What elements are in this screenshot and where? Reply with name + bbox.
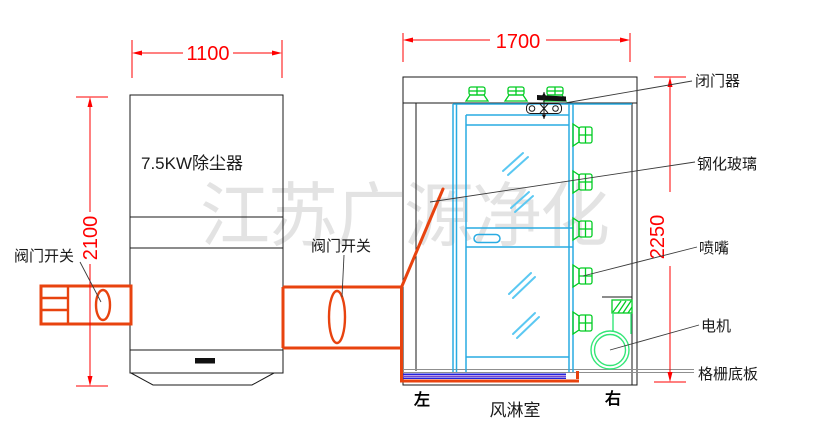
leader-lines [79, 80, 700, 351]
door-closer [526, 92, 566, 119]
base-feet [130, 372, 275, 386]
label-grille-plate: 格栅底板 [698, 365, 758, 383]
label-motor: 电机 [701, 318, 731, 335]
riser-duct [400, 187, 445, 288]
dim-text-2100: 2100 [80, 216, 102, 261]
door-handle [473, 233, 501, 244]
watermark-text: 江苏广源净化 [200, 177, 608, 255]
dimension-1700: 1700 [402, 31, 631, 62]
main-duct [281, 285, 401, 350]
dimension-2100: 2100 [76, 96, 108, 387]
caption-air-shower: 风淋室 [490, 401, 541, 420]
left-duct [39, 284, 133, 326]
air-shower [402, 76, 694, 386]
label-side-left: 左 [413, 390, 430, 409]
valve-left [94, 288, 112, 322]
dust-collector: 7.5KW除尘器 [129, 94, 284, 386]
handle [195, 358, 215, 364]
valve-middle [327, 289, 347, 345]
motor [590, 299, 633, 370]
dimension-2250: 2250 [647, 76, 686, 383]
dim-text-1700: 1700 [496, 31, 541, 53]
label-valve-switch-left: 阀门开关 [14, 248, 74, 265]
label-nozzle: 喷嘴 [699, 240, 729, 257]
dim-text-2250: 2250 [647, 215, 669, 260]
dim-text-1100: 1100 [186, 43, 229, 65]
glass-marks [502, 152, 540, 339]
label-tempered-glass: 钢化玻璃 [697, 156, 757, 173]
dust-collector-label: 7.5KW除尘器 [141, 154, 243, 173]
dimension-1100: 1100 [131, 40, 283, 78]
label-side-right: 右 [605, 389, 621, 408]
duct-work [39, 187, 579, 383]
label-valve-switch-middle: 阀门开关 [311, 238, 371, 255]
label-door-closer: 闭门器 [695, 73, 740, 90]
